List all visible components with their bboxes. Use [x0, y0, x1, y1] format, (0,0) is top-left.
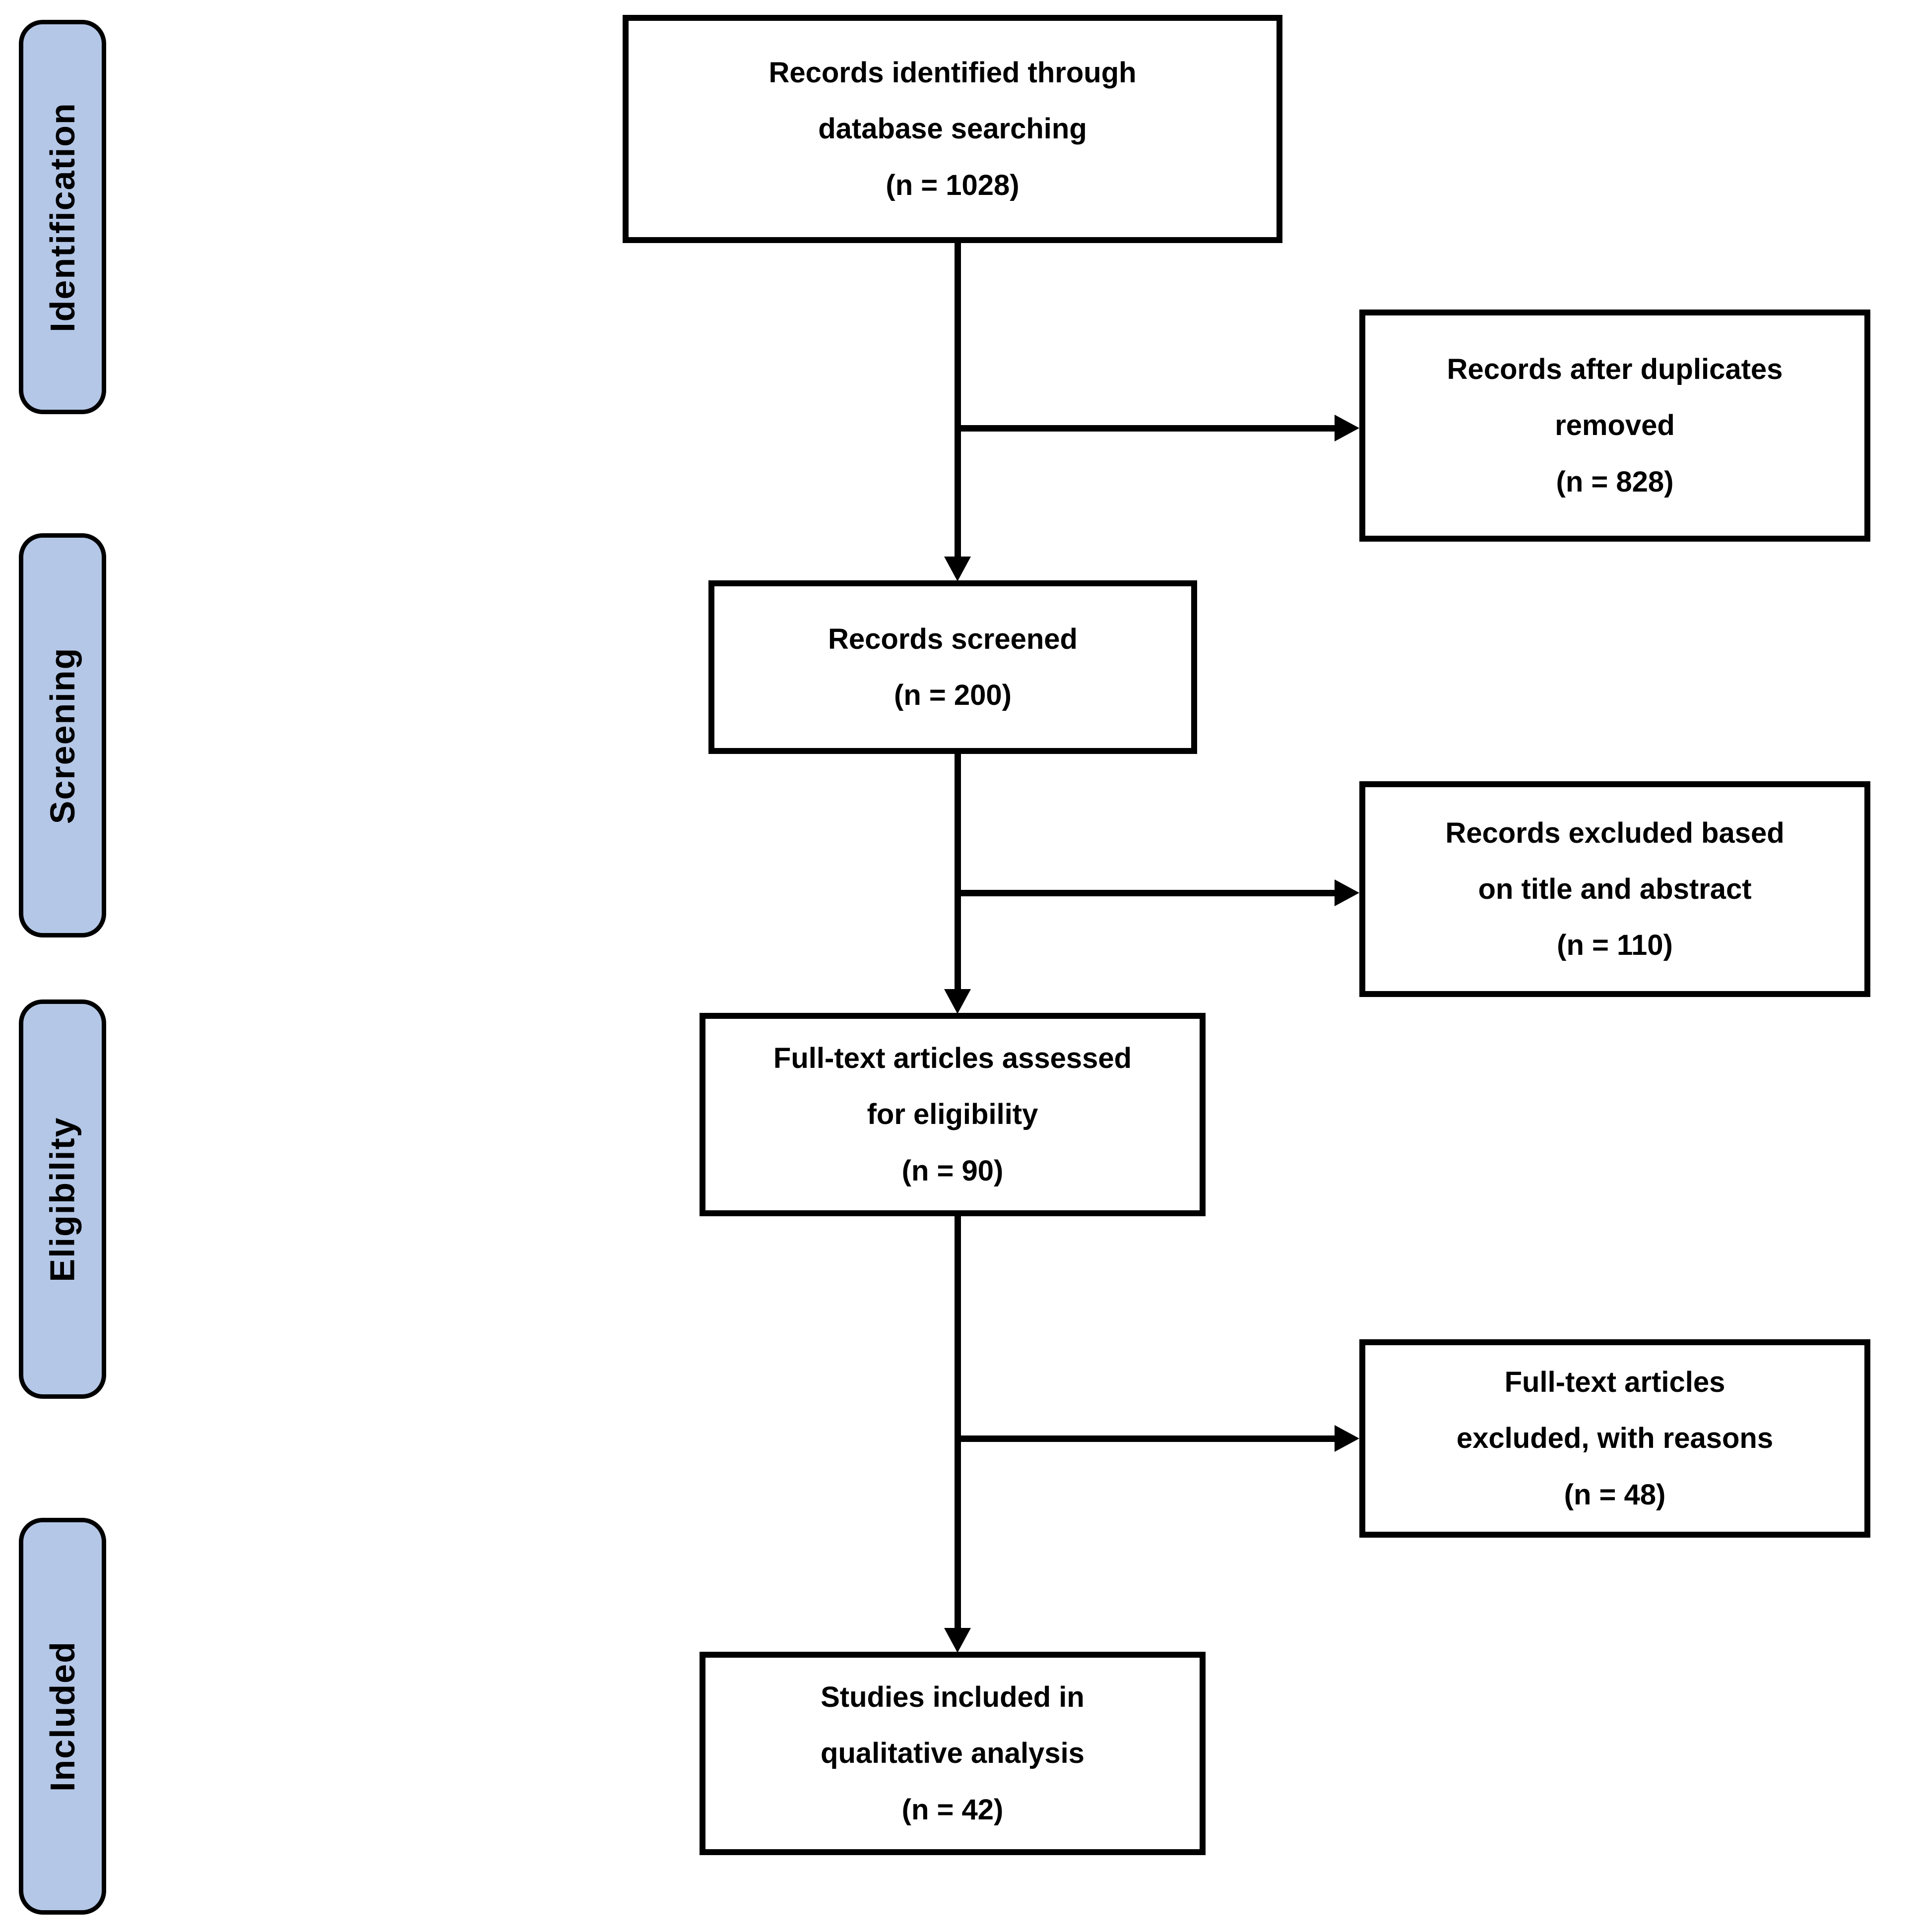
connector-identified-to-screened — [955, 242, 961, 557]
box-records-identified-text: Records identified through database sear… — [768, 57, 1137, 201]
arrowhead-right-fulltext-excluded-icon — [1335, 1425, 1359, 1452]
arrowhead-down-included-icon — [944, 1628, 971, 1653]
box-studies-included-text: Studies included in qualitative analysis… — [821, 1681, 1085, 1826]
connector-branch-duplicates-removed — [958, 425, 1336, 432]
box-records-screened-text: Records screened (n = 200) — [828, 623, 1078, 711]
connector-branch-records-excluded — [958, 890, 1336, 896]
box-studies-included: Studies included in qualitative analysis… — [700, 1652, 1206, 1855]
stage-label-identification: Identification — [19, 20, 106, 414]
box-fulltext-assessed-text: Full-text articles assessed for eligibil… — [773, 1042, 1132, 1187]
box-records-screened: Records screened (n = 200) — [708, 580, 1197, 754]
box-records-excluded: Records excluded based on title and abst… — [1359, 781, 1870, 997]
connector-screened-to-fulltext — [955, 753, 961, 989]
stage-label-eligibility: Eligibility — [19, 999, 106, 1399]
stage-label-included: Included — [19, 1518, 106, 1915]
connector-branch-fulltext-excluded — [958, 1435, 1336, 1442]
stage-label-screening-text: Screening — [43, 647, 82, 824]
stage-label-eligibility-text: Eligibility — [43, 1116, 82, 1282]
box-duplicates-removed: Records after duplicates removed (n = 82… — [1359, 310, 1870, 542]
box-fulltext-excluded-text: Full-text articles excluded, with reason… — [1456, 1366, 1774, 1511]
stage-label-identification-text: Identification — [43, 102, 82, 332]
stage-label-screening: Screening — [19, 533, 106, 937]
connector-fulltext-to-included — [955, 1215, 961, 1628]
box-records-excluded-text: Records excluded based on title and abst… — [1445, 816, 1785, 962]
arrowhead-right-duplicates-removed-icon — [1335, 415, 1359, 441]
box-records-identified: Records identified through database sear… — [623, 15, 1282, 243]
stage-label-included-text: Included — [43, 1641, 82, 1792]
arrowhead-down-screened-icon — [944, 557, 971, 581]
box-fulltext-excluded: Full-text articles excluded, with reason… — [1359, 1339, 1870, 1538]
arrowhead-down-fulltext-icon — [944, 989, 971, 1014]
box-fulltext-assessed: Full-text articles assessed for eligibil… — [700, 1013, 1206, 1216]
box-duplicates-removed-text: Records after duplicates removed (n = 82… — [1447, 353, 1783, 498]
arrowhead-right-records-excluded-icon — [1335, 879, 1359, 906]
